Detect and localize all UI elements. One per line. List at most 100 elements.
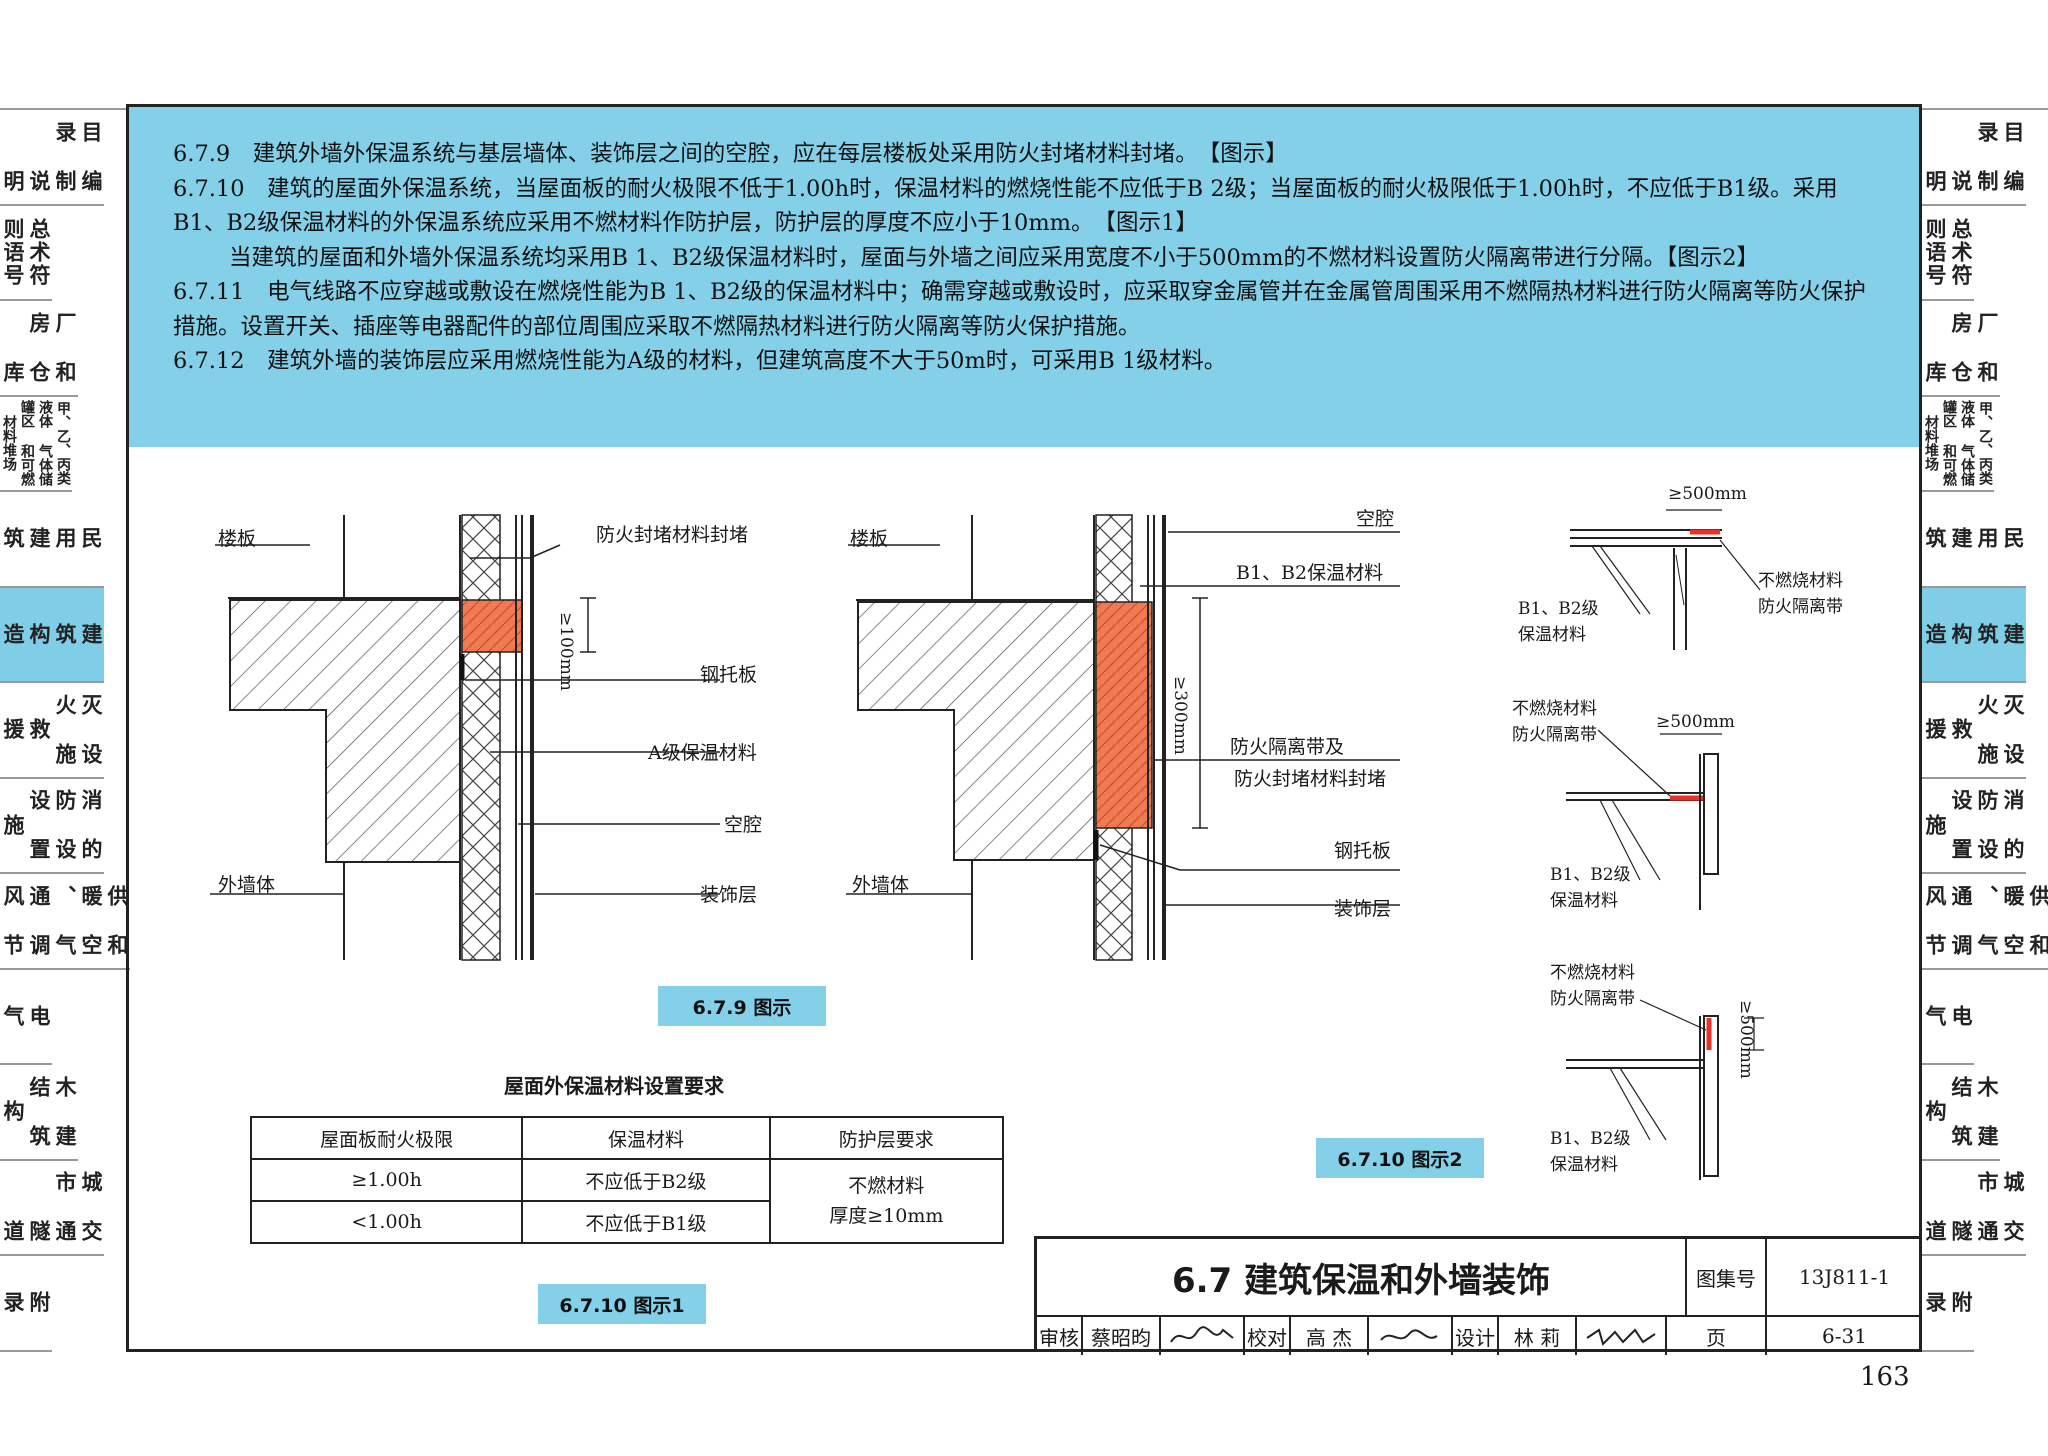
fig3-mid-barrier: 防火隔离带 [1512, 725, 1597, 745]
fig2-label-external-wall: 外墙体 [852, 874, 910, 896]
designer-name: 林 莉 [1499, 1317, 1577, 1355]
fig3-bot-barrier: 防火隔离带 [1550, 989, 1635, 1009]
fig3-dim-bot: ≥500mm [1736, 1000, 1756, 1079]
table-row: <1.00h 不应低于B1级 [249, 1200, 1003, 1244]
fig1-label-external-wall: 外墙体 [218, 874, 276, 896]
fig2-label-barrier1: 防火隔离带及 [1230, 736, 1345, 758]
clause-6-7-11: 6.7.11 电气线路不应穿越或敷设在燃烧性能为B 1、B2级的保温材料中；确需… [173, 279, 1866, 340]
fig3-mid-nonflam: 不燃烧材料 [1512, 699, 1597, 719]
tab-storage-tanks[interactable]: 甲、乙、丙类液体 气体储罐区 和可燃材料堆场 [0, 397, 72, 492]
protection-line2: 厚度≥10mm [829, 1205, 944, 1227]
tab-building-construction-right[interactable]: 建 筑 构 造 [1922, 587, 2026, 683]
designer-signature [1577, 1317, 1667, 1355]
tab-fire-rescue[interactable]: 灭 设 火 施 救 援 [0, 683, 104, 779]
table-header: 保温材料 [521, 1116, 771, 1160]
tab-appendix[interactable]: 附 录 [0, 1256, 52, 1352]
fig3-bot-nonflam: 不燃烧材料 [1550, 963, 1635, 983]
fig3-top-insulation: 保温材料 [1518, 625, 1586, 645]
atlas-label: 图集号 [1687, 1239, 1767, 1315]
page-number: 163 [1860, 1362, 1910, 1392]
table-cell: 不应低于B1级 [521, 1200, 771, 1244]
table-cell-protection: 不燃材料 厚度≥10mm [768, 1158, 1005, 1244]
tab-hvac-right[interactable]: 供 和 暖 空 、 气 通 调 风 节 [1922, 874, 2048, 970]
table-cell: 不应低于B2级 [521, 1158, 771, 1202]
caption-6-7-10-2: 6.7.10 图示2 [1316, 1138, 1484, 1178]
fig1-label-steel-plate: 钢托板 [700, 664, 758, 686]
fig2-label-barrier2: 防火封堵材料封堵 [1234, 768, 1387, 790]
tab-hvac[interactable]: 供 和 暖 空 、 气 通 调 风 节 [0, 874, 130, 970]
fig2-label-b1b2: B1、B2保温材料 [1236, 562, 1384, 584]
left-chapter-tabs: 目 编 录 制 说 明 总术符 则语号 厂 和 房 仓 库 甲、乙、丙类液体 气… [0, 108, 130, 1352]
fig2-label-slab: 楼板 [850, 528, 889, 550]
page-code: 6-31 [1822, 1324, 1867, 1348]
title-block-row2: 审核 蔡昭昀 校对 高 杰 设计 林 莉 页 6-31 [1037, 1317, 1922, 1355]
protection-line1: 不燃材料 [848, 1175, 925, 1197]
table-cell: ≥1.00h [249, 1158, 524, 1202]
fig1-dim-100: ≥100mm [556, 612, 576, 691]
fig3-mid-b1b2: B1、B2级 [1550, 865, 1631, 885]
fig2-label-cavity: 空腔 [1356, 508, 1395, 530]
tab-civil-buildings[interactable]: 民 用 建 筑 [0, 492, 104, 588]
tab-electrical[interactable]: 电 气 [0, 970, 52, 1065]
tab-contents-right[interactable]: 目 编 录 制 说 明 [1922, 110, 2026, 206]
fig3-bot-b1b2: B1、B2级 [1550, 1129, 1631, 1149]
tab-contents[interactable]: 目 编 录 制 说 明 [0, 110, 104, 206]
fig3-dim-top: ≥500mm [1668, 484, 1747, 504]
checker-label: 校对 [1245, 1317, 1291, 1355]
tab-appendix-right[interactable]: 附 录 [1922, 1256, 1974, 1352]
tab-general-right[interactable]: 总术符 则语号 [1922, 206, 1974, 301]
clause-6-7-10-cont: 当建筑的屋面和外墙外保温系统均采用B 1、B2级保温材料时，屋面与外墙之间应采用… [229, 244, 1760, 271]
fig2-dim-300: ≥300mm [1170, 676, 1190, 755]
table-title: 屋面外保温材料设置要求 [504, 1074, 724, 1098]
tab-timber-right[interactable]: 木 建 结 筑 构 [1922, 1065, 2000, 1161]
fig3-top-b1b2: B1、B2级 [1518, 599, 1599, 619]
fig1-label-a-insulation: A级保温材料 [648, 742, 757, 764]
checker-signature [1369, 1317, 1453, 1355]
fig1-label-cavity: 空腔 [724, 814, 763, 836]
table-row: ≥1.00h 不应低于B2级 不燃材料 厚度≥10mm [249, 1158, 1005, 1244]
clause-6-7-10: 6.7.10 建筑的屋面外保温系统，当屋面板的耐火极限不低于1.00h时，保温材… [173, 175, 1838, 237]
tab-timber[interactable]: 木 建 结 筑 构 [0, 1065, 78, 1161]
atlas-number: 13J811-1 [1798, 1265, 1891, 1289]
tab-fire-rescue-right[interactable]: 灭 设 火 施 救 援 [1922, 683, 2026, 779]
title-block-row1: 6.7 建筑保温和外墙装饰 图集号 13J811-1 [1037, 1239, 1922, 1317]
tab-electrical-right[interactable]: 电 气 [1922, 970, 1974, 1065]
tab-factory-warehouse-right[interactable]: 厂 和 房 仓 库 [1922, 301, 2000, 397]
reviewer-signature [1161, 1317, 1245, 1355]
caption-6-7-10-1: 6.7.10 图示1 [538, 1284, 706, 1324]
tab-factory-warehouse[interactable]: 厂 和 房 仓 库 [0, 301, 78, 397]
tab-civil-buildings-right[interactable]: 民 用 建 筑 [1922, 492, 2026, 588]
tab-building-construction[interactable]: 建 筑 构 造 [0, 587, 104, 683]
fig2-label-decoration: 装饰层 [1334, 898, 1392, 920]
fig3-dim-mid: ≥500mm [1656, 712, 1735, 732]
tab-storage-tanks-right[interactable]: 甲、乙、丙类液体 气体储罐区 和可燃材料堆场 [1922, 397, 1994, 492]
clause-6-7-9: 6.7.9 建筑外墙外保温系统与基层墙体、装饰层之间的空腔，应在每层楼板处采用防… [173, 141, 1288, 167]
table-header: 防护层要求 [768, 1116, 1005, 1160]
table-header-row: 屋面板耐火极限 保温材料 防护层要求 [249, 1116, 1005, 1160]
title-block: 6.7 建筑保温和外墙装饰 图集号 13J811-1 审核 蔡昭昀 校对 高 杰… [1034, 1236, 1922, 1355]
fig3-top-nonflam: 不燃烧材料 [1758, 571, 1843, 591]
tab-fire-facilities-right[interactable]: 消 的 防 设 设 置 施 [1922, 779, 2026, 874]
fig3-bot-insulation: 保温材料 [1550, 1155, 1618, 1175]
clause-6-7-12: 6.7.12 建筑外墙的装饰层应采用燃烧性能为A级的材料，但建筑高度不大于50m… [173, 348, 1227, 374]
clause-text-box: 6.7.9 建筑外墙外保温系统与基层墙体、装饰层之间的空腔，应在每层楼板处采用防… [129, 107, 1919, 447]
reviewer-label: 审核 [1037, 1317, 1083, 1355]
right-chapter-tabs: 目 编 录 制 说 明 总术符 则语号 厂 和 房 仓 库 甲、乙、丙类液体 气… [1922, 108, 2048, 1352]
designer-label: 设计 [1453, 1317, 1499, 1355]
reviewer-name: 蔡昭昀 [1083, 1317, 1161, 1355]
tab-tunnels[interactable]: 城 交 市 通 隧 道 [0, 1161, 104, 1256]
fig3-mid-insulation: 保温材料 [1550, 891, 1618, 911]
fig2-label-steel-plate: 钢托板 [1334, 840, 1392, 862]
tab-fire-facilities[interactable]: 消 的 防 设 设 置 施 [0, 779, 104, 874]
fig1-label-decoration: 装饰层 [700, 884, 758, 906]
roof-insulation-table: 屋面板耐火极限 保温材料 防护层要求 ≥1.00h 不应低于B2级 不燃材料 厚… [249, 1116, 1005, 1244]
caption-6-7-9: 6.7.9 图示 [658, 986, 826, 1026]
fig1-label-fire-seal: 防火封堵材料封堵 [596, 524, 749, 546]
page-frame: 6.7.9 建筑外墙外保温系统与基层墙体、装饰层之间的空腔，应在每层楼板处采用防… [126, 104, 1922, 1352]
tab-tunnels-right[interactable]: 城 交 市 通 隧 道 [1922, 1161, 2026, 1256]
fig3-top-barrier: 防火隔离带 [1758, 597, 1843, 617]
fig1-label-slab: 楼板 [218, 528, 257, 550]
table-cell: <1.00h [249, 1200, 524, 1244]
section-title: 6.7 建筑保温和外墙装饰 [1037, 1239, 1687, 1315]
tab-general[interactable]: 总术符 则语号 [0, 206, 52, 301]
